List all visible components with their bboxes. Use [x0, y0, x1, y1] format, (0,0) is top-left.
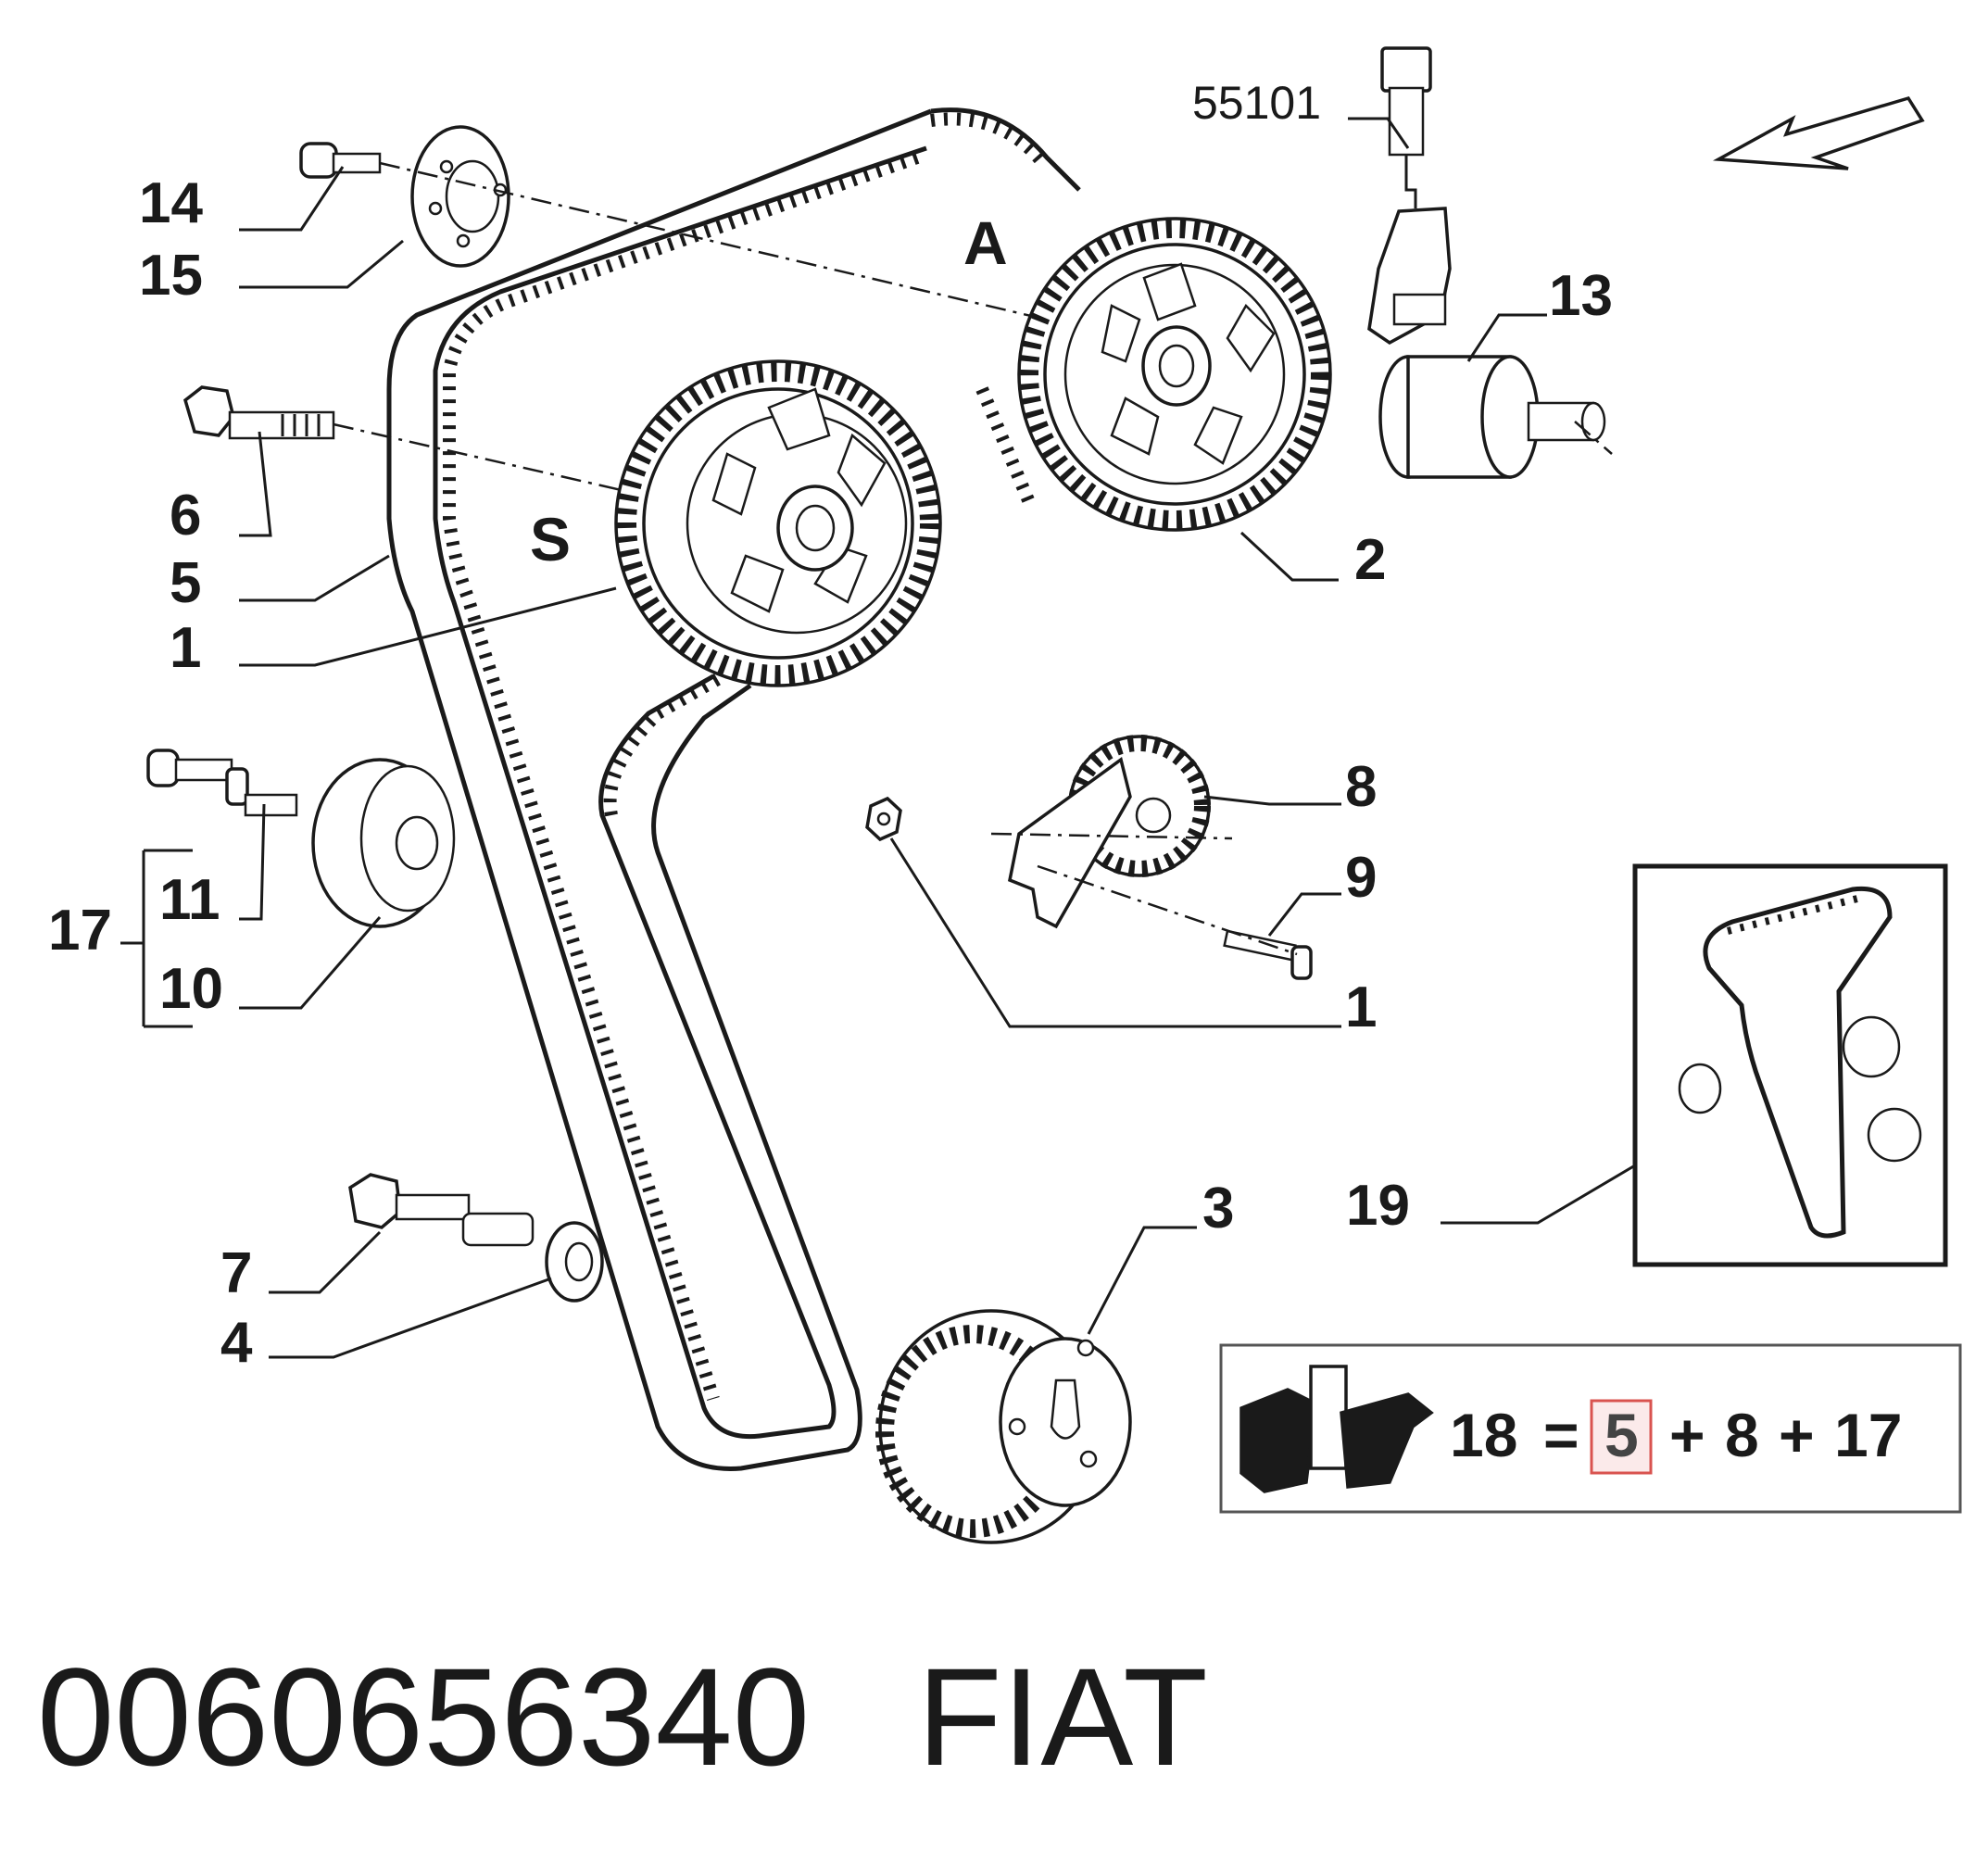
- brand-name: FIAT: [917, 1639, 1208, 1794]
- sensor-part-55101: [1367, 46, 1452, 346]
- callout-1-left: 1: [170, 616, 201, 680]
- callout-15: 15: [139, 244, 203, 308]
- pin-part-9: [1223, 929, 1313, 980]
- parts-kit-icon: [1239, 1365, 1434, 1493]
- camshaft-pulley-s-part-1: [614, 359, 942, 687]
- formula-idler-part: 17: [1834, 1401, 1902, 1469]
- highlight-box: [1590, 1399, 1653, 1475]
- callout-17: 17: [48, 899, 112, 963]
- callout-19: 19: [1346, 1174, 1410, 1238]
- bolt-part-6: [182, 385, 335, 440]
- callout-6: 6: [170, 484, 201, 548]
- direction-arrow-icon: [1712, 95, 1925, 170]
- formula-plus-1: +: [1669, 1401, 1705, 1469]
- label-pulley-a: A: [963, 208, 1008, 277]
- idler-roller-part-10: [311, 758, 456, 928]
- callout-8: 8: [1345, 755, 1377, 819]
- formula-belt-part: 5: [1604, 1401, 1639, 1469]
- callout-7: 7: [220, 1241, 252, 1305]
- callout-3: 3: [1202, 1177, 1234, 1240]
- screw-part-14: [299, 142, 382, 179]
- formula-tensioner-part: 8: [1725, 1401, 1759, 1469]
- camshaft-pulley-a-part-2: [1017, 217, 1332, 532]
- part-number: 0060656340: [37, 1639, 810, 1794]
- callout-11: 11: [159, 868, 220, 932]
- callout-4: 4: [220, 1311, 253, 1375]
- tensioner-gear-part-8: [1007, 735, 1211, 929]
- tensioner-part-13: [1378, 355, 1606, 479]
- callout-10: 10: [159, 957, 223, 1021]
- formula-equals: =: [1543, 1401, 1579, 1469]
- callout-2: 2: [1354, 528, 1386, 592]
- formula-plus-2: +: [1779, 1401, 1815, 1469]
- bolt-part-7: [348, 1173, 535, 1247]
- assembly-axis-lines: [333, 161, 1613, 956]
- leader-lines: [120, 117, 1636, 1359]
- washer-part-4: [545, 1221, 604, 1303]
- flange-plate-part-15: [410, 125, 510, 268]
- formula-kit-number: 18: [1450, 1401, 1517, 1469]
- kit-box-part-19: [1632, 863, 1948, 1267]
- nut-part-1: [865, 796, 902, 842]
- callout-labels: 14 15 6 5 1 17 11 10 7 4 55101 13 2 8 9 …: [48, 77, 1613, 1375]
- callout-14: 14: [139, 171, 203, 235]
- callout-13: 13: [1549, 264, 1613, 328]
- callout-5: 5: [170, 551, 201, 615]
- timing-belt-part-5: [386, 107, 1081, 1471]
- callout-9: 9: [1345, 846, 1377, 910]
- callout-1-right: 1: [1345, 976, 1377, 1039]
- label-pulley-s: S: [530, 505, 571, 573]
- bolt-part-11: [146, 749, 298, 817]
- kit-formula-box: 18 = 5 + 8 + 17: [1219, 1343, 1962, 1514]
- callout-55101: 55101: [1192, 77, 1321, 129]
- crankshaft-pulley-part-3: [875, 1309, 1132, 1544]
